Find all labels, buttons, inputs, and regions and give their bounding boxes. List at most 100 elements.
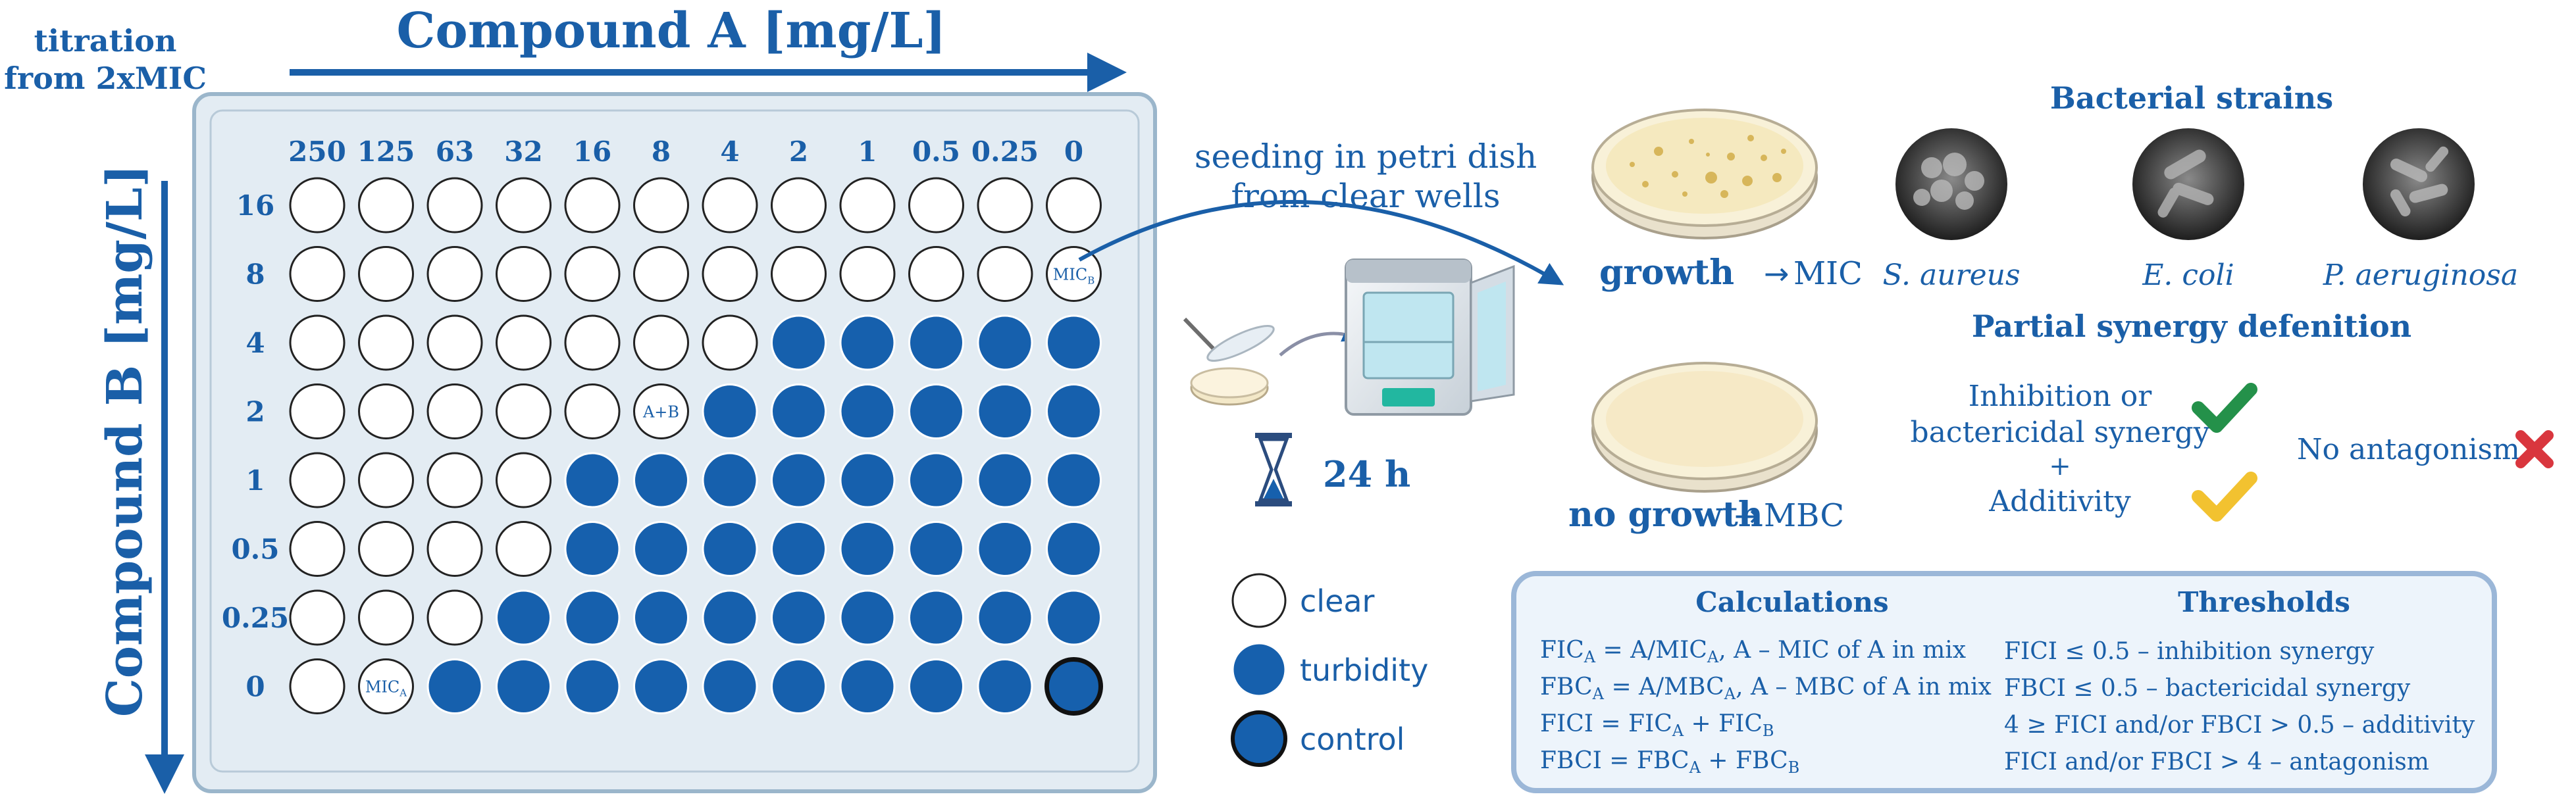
well <box>564 177 621 233</box>
well <box>702 383 758 439</box>
calculation-line: FBCA = A/MBCA, A – MBC of A in mix <box>1540 674 1992 703</box>
column-label: 63 <box>436 135 474 168</box>
well <box>289 521 346 577</box>
well <box>633 383 689 439</box>
p-aeruginosa-image <box>2363 128 2475 240</box>
well <box>702 521 758 577</box>
well <box>771 314 827 371</box>
column-label: 8 <box>652 135 671 168</box>
calculation-line: FBCI = FBCA + FBCB <box>1540 747 1799 777</box>
well <box>289 177 346 233</box>
well <box>496 314 552 371</box>
titration-label-line1: titration <box>34 23 177 59</box>
well <box>977 589 1033 646</box>
strain-p-aeruginosa: P. aeruginosa <box>2323 258 2518 292</box>
well <box>564 452 621 508</box>
well <box>358 383 414 439</box>
well-label: A+B <box>642 403 679 422</box>
petri-dish-growth <box>1591 109 1818 239</box>
well <box>496 452 552 508</box>
well <box>977 314 1033 371</box>
well <box>289 589 346 646</box>
well <box>496 589 552 646</box>
well <box>358 658 414 714</box>
legend-control-label: control <box>1300 722 1404 757</box>
well <box>426 314 483 371</box>
well <box>908 177 964 233</box>
row-label: 2 <box>245 396 265 428</box>
well <box>289 246 346 302</box>
checkmark-yellow-icon <box>2192 472 2257 522</box>
thresholds-title: Thresholds <box>2178 586 2350 618</box>
column-label: 2 <box>789 135 808 168</box>
incubation-time: 24 h <box>1323 453 1410 495</box>
legend-clear-swatch <box>1231 573 1287 628</box>
petri-dish-no-growth <box>1591 362 1818 493</box>
column-label: 0 <box>1064 135 1083 168</box>
column-label: 16 <box>573 135 611 168</box>
well <box>839 383 896 439</box>
column-label: 1 <box>858 135 877 168</box>
well <box>908 246 964 302</box>
no-growth-arrow: → <box>1734 498 1760 533</box>
strain-s-aureus: S. aureus <box>1882 258 2020 292</box>
well <box>564 589 621 646</box>
threshold-line: FBCI ≤ 0.5 – bactericidal synergy <box>2004 675 2411 702</box>
strains-title: Bacterial strains <box>2050 80 2333 116</box>
well <box>426 452 483 508</box>
no-growth-result: MBC <box>1764 497 1844 534</box>
well <box>633 658 689 714</box>
well <box>771 589 827 646</box>
well <box>358 177 414 233</box>
well <box>358 521 414 577</box>
well <box>1046 314 1102 371</box>
compound-b-label: Compound B [mg/L] <box>97 164 153 717</box>
well <box>426 383 483 439</box>
well <box>1046 521 1102 577</box>
well <box>702 177 758 233</box>
well <box>771 383 827 439</box>
well <box>633 521 689 577</box>
threshold-line: 4 ≥ FICI and/or FBCI > 0.5 – additivity <box>2004 712 2475 739</box>
seeding-text-line1: seeding in petri dish <box>1195 137 1537 176</box>
well <box>426 177 483 233</box>
well <box>358 246 414 302</box>
well <box>633 246 689 302</box>
no-antagonism-label: No antagonism <box>2297 433 2520 466</box>
column-label: 250 <box>288 135 346 168</box>
compound-a-label: Compound A [mg/L] <box>396 3 946 59</box>
well <box>839 658 896 714</box>
row-label: 8 <box>245 258 265 291</box>
well <box>702 589 758 646</box>
well <box>633 177 689 233</box>
well <box>977 383 1033 439</box>
calculations-title: Calculations <box>1695 586 1888 618</box>
row-label: 0.25 <box>222 602 289 634</box>
partial-synergy-title: Partial synergy defenition <box>1972 308 2411 344</box>
threshold-line: FICI and/or FBCI > 4 – antagonism <box>2004 749 2429 775</box>
well <box>564 246 621 302</box>
well <box>358 452 414 508</box>
well <box>358 314 414 371</box>
well <box>908 521 964 577</box>
well <box>633 452 689 508</box>
well <box>839 521 896 577</box>
well <box>358 589 414 646</box>
row-label: 1 <box>245 464 265 497</box>
well <box>908 452 964 508</box>
well <box>771 452 827 508</box>
column-label: 4 <box>720 135 739 168</box>
well <box>977 452 1033 508</box>
well <box>771 177 827 233</box>
growth-result: MIC <box>1793 255 1863 292</box>
well <box>1046 383 1102 439</box>
well <box>289 314 346 371</box>
growth-label: growth <box>1599 253 1734 293</box>
column-label: 32 <box>504 135 542 168</box>
well <box>839 177 896 233</box>
